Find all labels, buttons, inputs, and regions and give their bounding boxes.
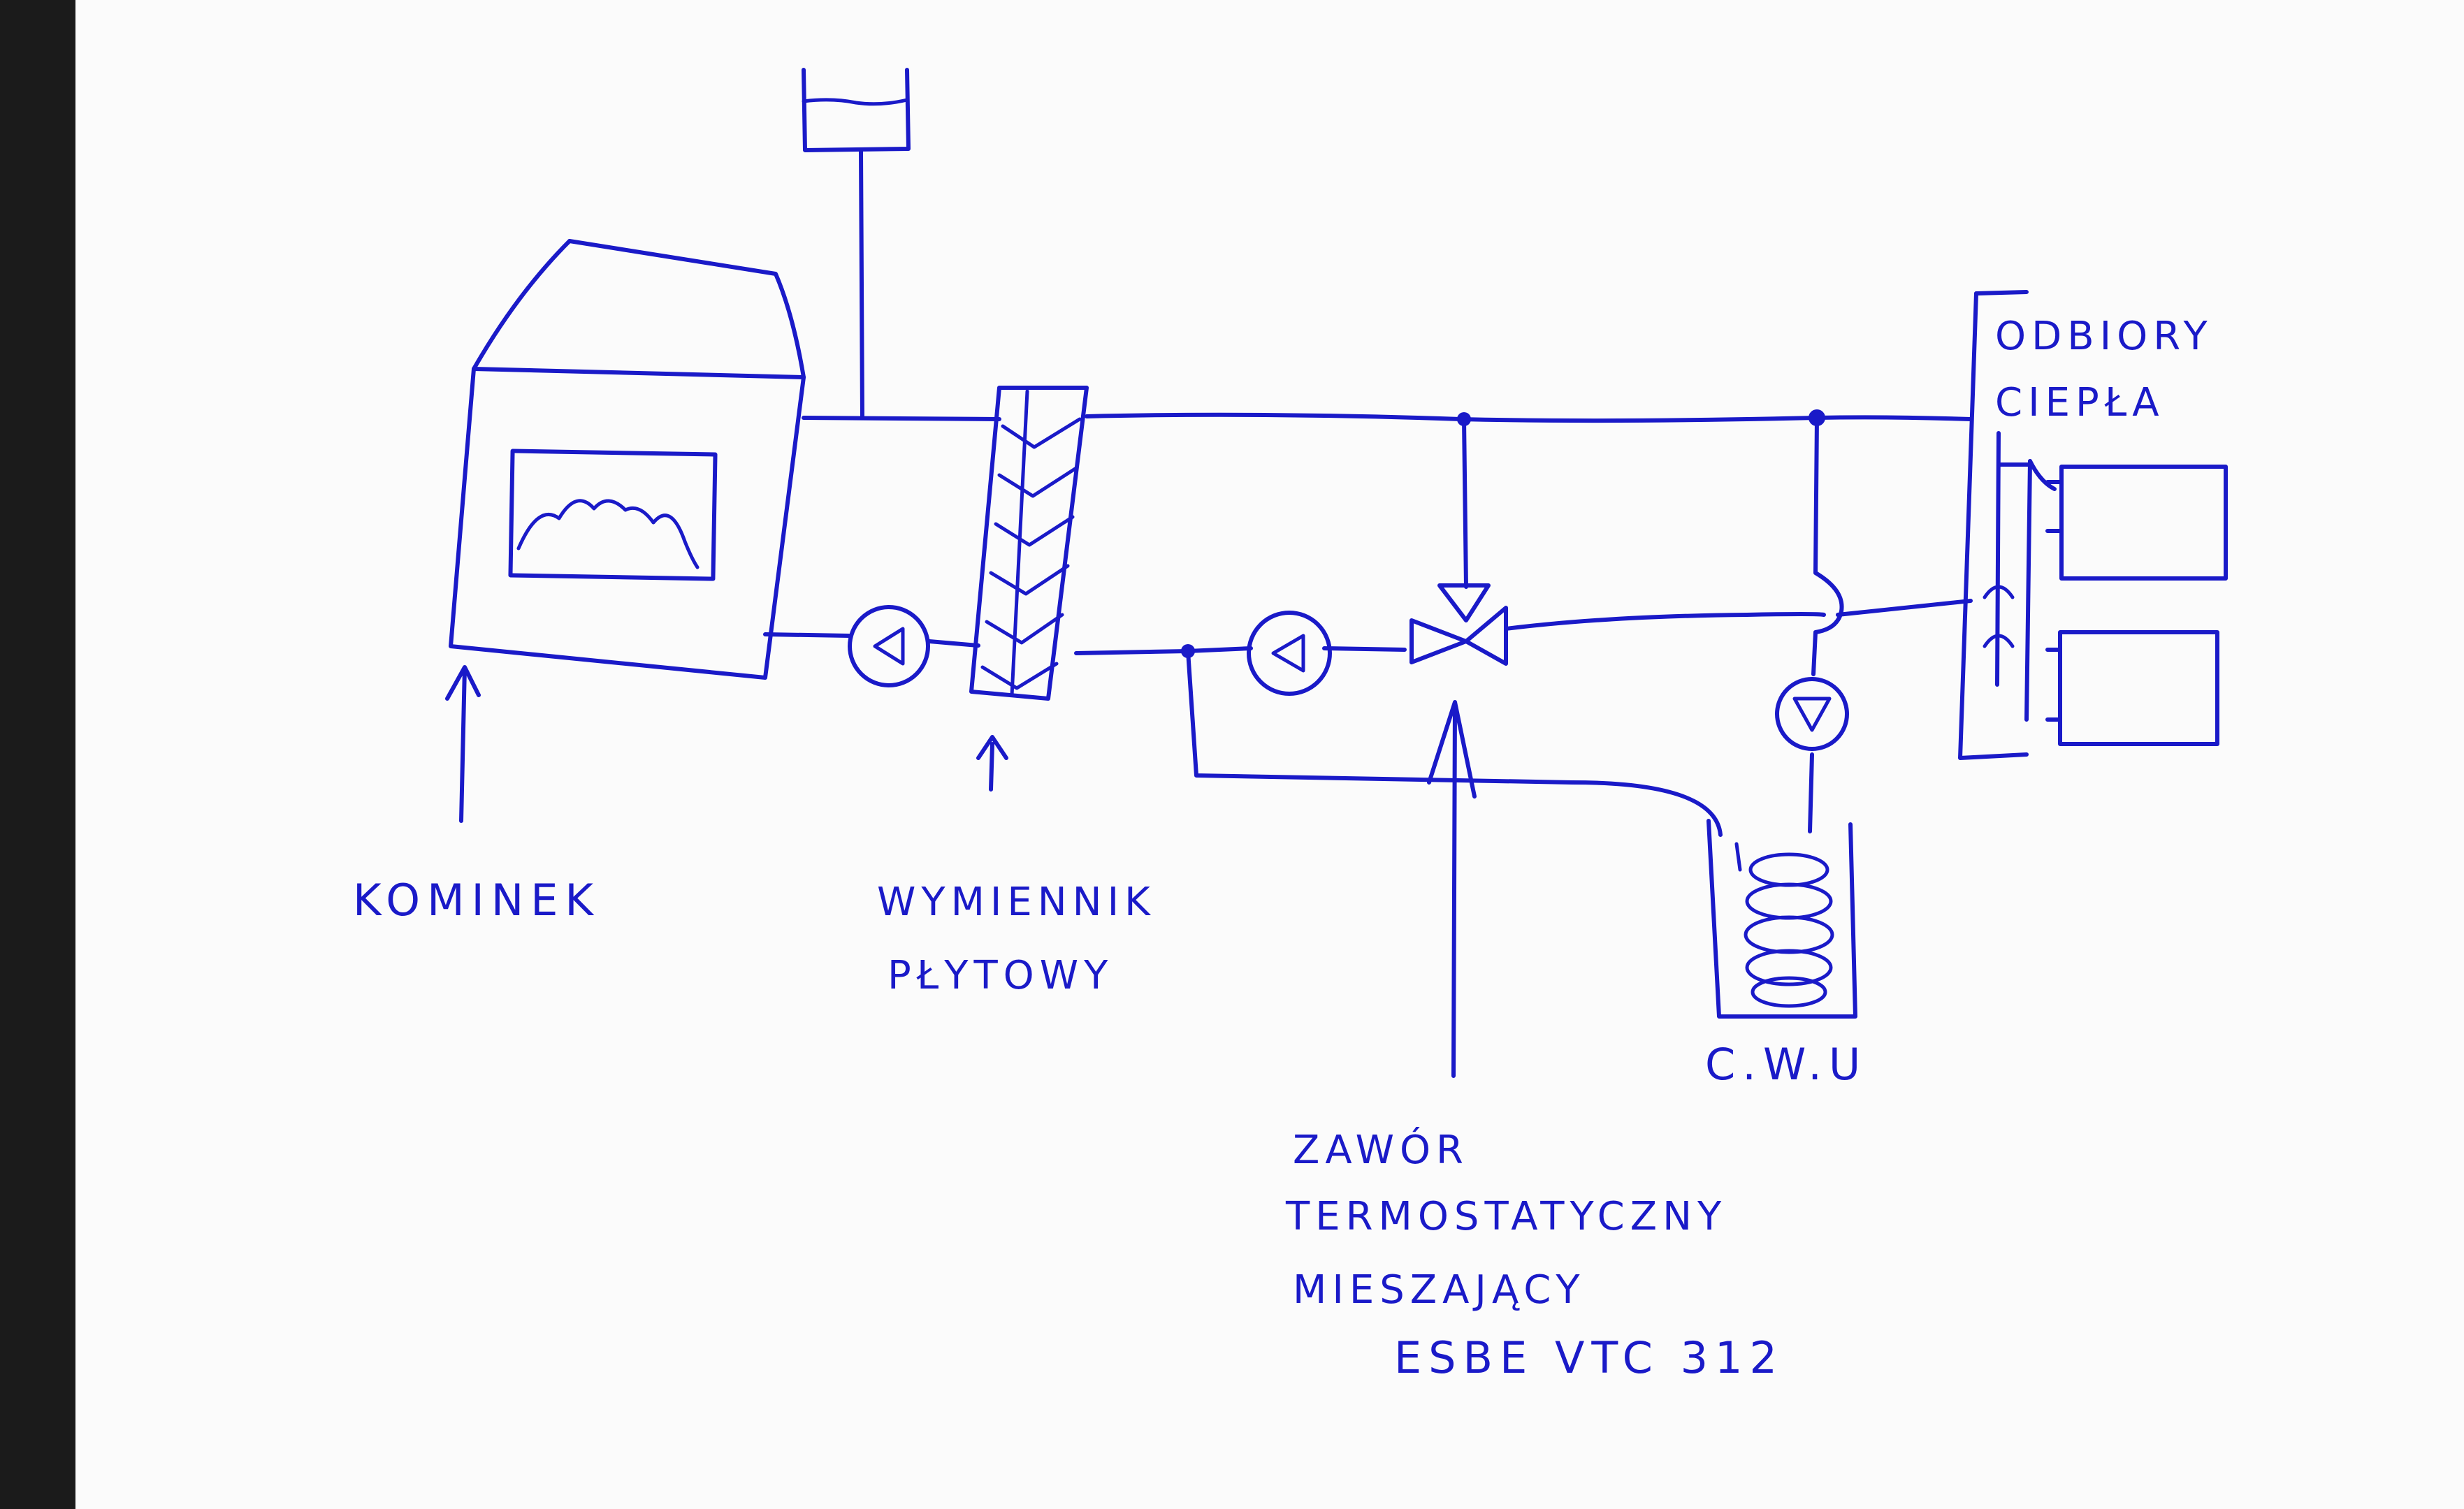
expansion-tank [802, 68, 911, 420]
heat-receivers [1958, 290, 2228, 760]
dhw-feed-line [1808, 409, 1844, 833]
label-hot-water: C.W.U [1705, 1039, 1867, 1090]
label-valve-line2: TERMOSTATYCZNY [1285, 1194, 1727, 1239]
hot-water-tank [1706, 819, 1857, 1019]
label-receivers-line2: CIEPŁA [1995, 380, 2165, 425]
label-valve-model: ESBE VTC 312 [1394, 1332, 1784, 1383]
return-pipe [763, 599, 1973, 655]
pump-1 [848, 605, 930, 687]
label-fireplace: KOMINEK [353, 875, 600, 926]
scan-left-border [0, 0, 75, 1509]
pump-3 [1775, 677, 1849, 751]
pump-2 [1247, 611, 1332, 696]
plate-heat-exchanger [969, 386, 1089, 701]
label-valve-line3: MIESZAJĄCY [1293, 1267, 1586, 1313]
fireplace-unit [449, 239, 806, 680]
label-exchanger-line2: PŁYTOWY [887, 953, 1113, 998]
label-exchanger-line1: WYMIENNIK [877, 880, 1156, 925]
pointer-arrows [445, 665, 1477, 1078]
supply-pipe [802, 412, 1973, 423]
label-receivers-line1: ODBIORY [1995, 314, 2213, 359]
dhw-branch-pipe [1186, 649, 1723, 837]
label-valve-line1: ZAWÓR [1293, 1128, 1469, 1173]
thermostatic-mixing-valve [1409, 412, 1508, 666]
